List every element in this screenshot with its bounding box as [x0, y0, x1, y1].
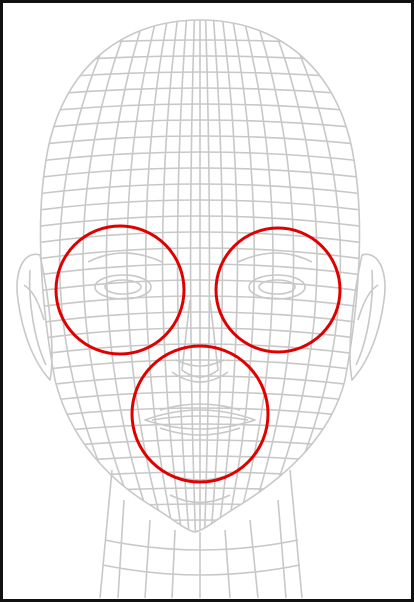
left-eye-highlight-circle: [56, 226, 184, 354]
mesh-vertical-line: [191, 15, 196, 535]
right-eye-highlight-circle: [216, 228, 340, 352]
wireframe-mesh: [17, 15, 385, 598]
mesh-vertical-line: [205, 15, 210, 535]
right-eye-contour: [249, 275, 305, 299]
mesh-grid: [30, 15, 370, 535]
right-ear-detail: [356, 270, 378, 365]
neck-rings: [103, 540, 300, 575]
left-eye-contour: [95, 275, 151, 299]
